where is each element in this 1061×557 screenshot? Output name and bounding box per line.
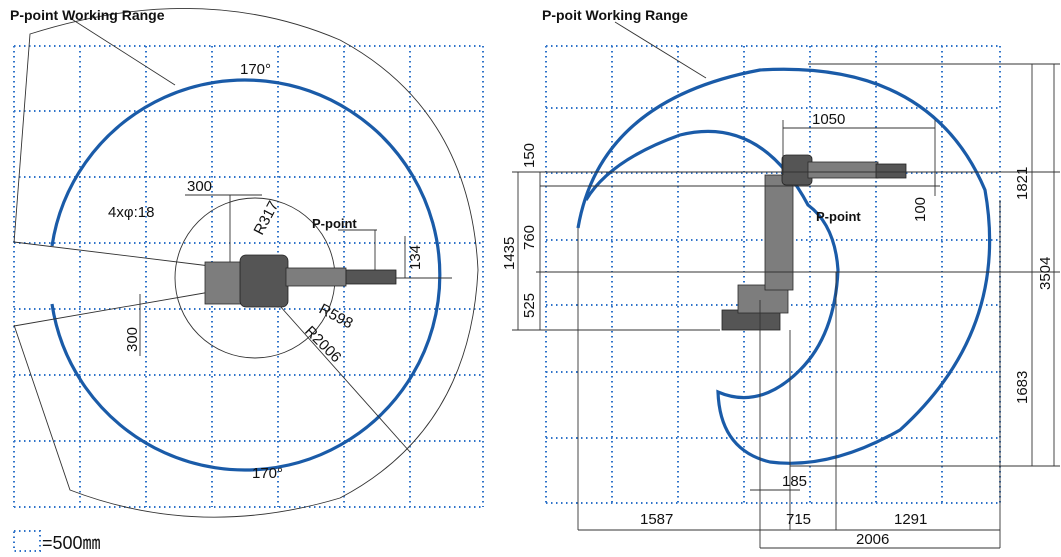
dim-300-top: 300 [187, 178, 212, 195]
dim-1683: 1683 [1014, 371, 1031, 404]
outer-reach-boundary [13, 8, 479, 518]
side-robot-lower-arm [764, 174, 794, 291]
dim-1291: 1291 [894, 511, 927, 528]
dim-1821: 1821 [1014, 167, 1031, 200]
p-point-range-curve [50, 78, 442, 472]
dim-2006: 2006 [856, 531, 889, 548]
robot-arm [285, 267, 347, 287]
dim-150: 150 [521, 143, 538, 168]
dim-134: 134 [407, 245, 424, 270]
side-ppoint-label: P-point [816, 209, 861, 224]
dim-715: 715 [786, 511, 811, 528]
top-ppoint-label: P-point [312, 216, 357, 231]
legend-text: =500㎜ [42, 533, 101, 553]
robot-body [239, 254, 289, 308]
dim-3504: 3504 [1037, 257, 1054, 290]
dim-525: 525 [521, 293, 538, 318]
dim-1435: 1435 [501, 237, 518, 270]
limit-line-top [13, 241, 211, 267]
robot-forearm [345, 269, 397, 285]
grid-legend: =500㎜ [13, 530, 101, 553]
top-view-title: P-point Working Range [10, 7, 165, 23]
side-robot-forearm [807, 161, 879, 179]
grid-square-symbol [13, 530, 41, 552]
limit-line-bottom [13, 291, 211, 327]
side-view: P-poit Working Range 1050 150 P-point 10… [501, 7, 1060, 549]
side-robot-elbow [781, 154, 813, 186]
angle-bottom-label: 170° [252, 465, 283, 482]
side-view-grid [545, 45, 1001, 504]
side-title-leader [614, 21, 707, 79]
r598-label: R598 [316, 301, 356, 333]
dim-300-left: 300 [124, 327, 141, 352]
dim-1050: 1050 [812, 111, 845, 128]
angle-top-label: 170° [240, 61, 271, 78]
r2006-label: R2006 [301, 323, 344, 366]
dim-100: 100 [912, 197, 929, 222]
dim-1587: 1587 [640, 511, 673, 528]
side-robot-wrist [875, 163, 907, 179]
robot-side-view [721, 154, 907, 331]
robot-base [204, 261, 246, 305]
bolt-holes-label: 4xφ:18 [108, 204, 154, 221]
dim-185: 185 [782, 473, 807, 490]
dim-760: 760 [521, 225, 538, 250]
title-leader [69, 17, 176, 86]
side-view-title: P-poit Working Range [542, 7, 688, 23]
top-view: P-point Working Range 170° 170° 300 4xφ:… [10, 7, 484, 518]
robot-top-view [204, 254, 397, 308]
